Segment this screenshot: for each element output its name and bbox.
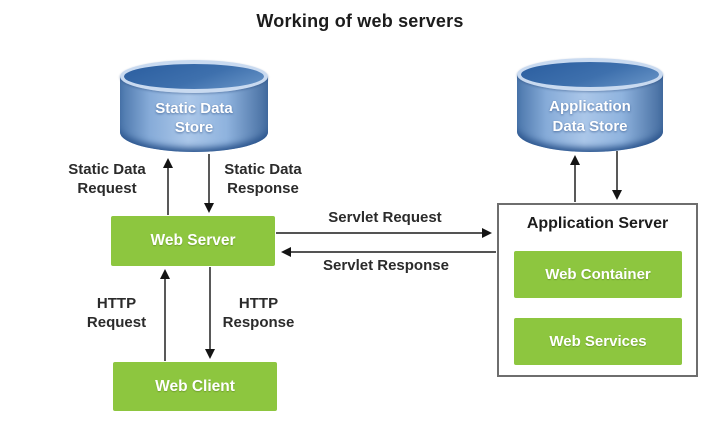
- node-label-web-services: Web Services: [549, 333, 647, 350]
- node-label-web-client: Web Client: [155, 377, 235, 395]
- node-web-server: Web Server: [111, 216, 275, 266]
- edge-label-http-response: HTTP Response: [222, 295, 295, 331]
- edge-label-http-request: HTTP Request: [86, 295, 147, 331]
- edge-label-static-data-response: Static Data Response: [224, 161, 302, 197]
- node-label-application-data-store: Application Data Store: [549, 98, 631, 135]
- node-label-web-server: Web Server: [150, 232, 236, 249]
- node-application-data-store: Application Data Store: [517, 58, 663, 152]
- node-web-services: Web Services: [514, 318, 682, 365]
- node-label-web-container: Web Container: [545, 266, 651, 283]
- node-static-data-store: Static Data Store: [120, 60, 268, 152]
- cylinder-top-ellipse: [517, 58, 663, 91]
- node-web-container: Web Container: [514, 251, 682, 298]
- edge-label-static-data-request: Static Data Request: [68, 161, 146, 197]
- cylinder-top-ellipse: [120, 60, 268, 93]
- diagram-title: Working of web servers: [256, 11, 464, 31]
- edge-label-servlet-response: Servlet Response: [323, 257, 449, 274]
- node-label-static-data-store: Static Data Store: [155, 99, 233, 137]
- node-application-server: Application Server Web Container Web Ser…: [497, 203, 698, 377]
- node-label-application-server: Application Server: [526, 215, 669, 232]
- edge-label-servlet-request: Servlet Request: [328, 209, 442, 226]
- node-web-client: Web Client: [113, 362, 277, 411]
